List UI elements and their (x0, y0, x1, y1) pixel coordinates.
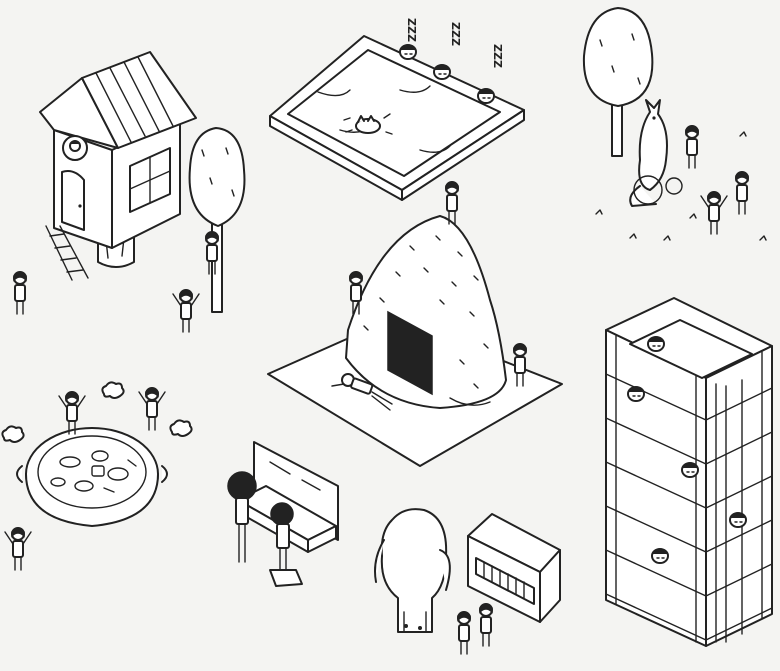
hot-pot (16, 427, 168, 527)
rice-texture (363, 235, 489, 389)
sleep-mark-2: ZZZ (449, 22, 462, 46)
rice-ball-house (267, 181, 563, 467)
giant-bed: ZZZ ZZZ ZZZ (269, 18, 525, 201)
child-cheering-left (4, 527, 32, 571)
bunk-sleeper (647, 336, 665, 352)
child-near-piano-1 (457, 611, 471, 655)
sleep-mark-1: ZZZ (405, 18, 418, 42)
curly-haired-child (227, 471, 257, 563)
toy-piano (467, 513, 561, 623)
treehouse-ladder (45, 225, 89, 281)
sleeper-2 (433, 64, 451, 80)
sleeper-3 (477, 88, 495, 104)
elephant (374, 508, 451, 633)
child-near-piano-2 (479, 603, 493, 647)
tree-left (188, 127, 246, 313)
bunk-child-4 (651, 548, 669, 564)
tree-right (582, 7, 654, 157)
child-cheering-right (700, 191, 728, 235)
child-on-top (445, 181, 459, 225)
child-standing-right (735, 171, 749, 215)
bunk-child-1 (627, 386, 645, 402)
child-with-ladle (138, 387, 166, 431)
kangaroo (629, 99, 683, 207)
child-on-stool (269, 502, 303, 587)
sleeper-1 (399, 44, 417, 60)
child-at-ladder (13, 271, 27, 315)
grass-marks (595, 131, 767, 241)
child-waving (172, 289, 200, 333)
treehouse (13, 51, 197, 315)
bunk-child-2 (681, 462, 699, 478)
tall-bunk-bed (605, 297, 773, 647)
bunk-child-3 (729, 512, 747, 528)
mirror-sink (227, 441, 339, 587)
child-with-kangaroo (685, 125, 699, 169)
sleep-mark-3: ZZZ (491, 44, 504, 68)
sleeping-cat (343, 113, 393, 135)
lying-person (331, 373, 393, 411)
steam-puffs (1, 381, 193, 443)
